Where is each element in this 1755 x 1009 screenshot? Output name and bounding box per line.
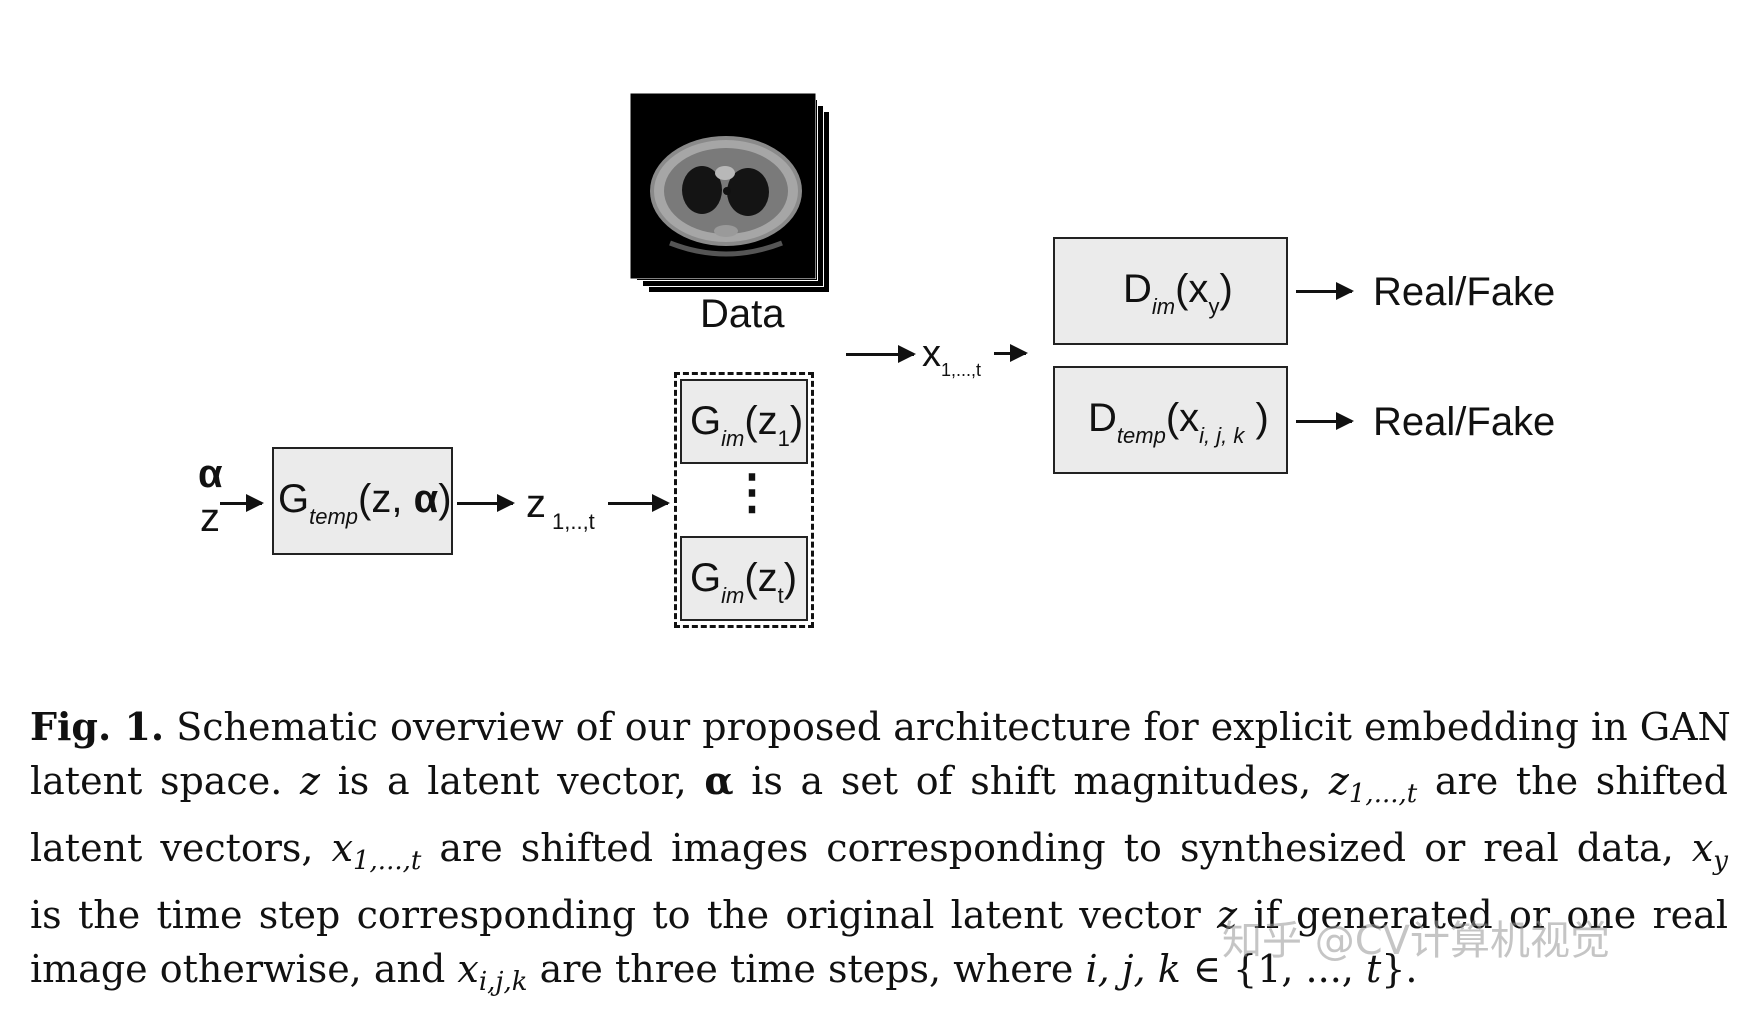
watermark: 知乎 @CV计算机视觉	[1222, 918, 1611, 964]
g-im-1-box: Gim(z1)	[680, 379, 808, 464]
g-temp-alpha: α	[413, 477, 439, 521]
arrow-input-to-gtemp	[220, 494, 264, 512]
caption-l3a: latent vectors,	[30, 826, 314, 870]
g-im-1-main: G	[690, 399, 722, 443]
d-im-idx: y	[1208, 294, 1220, 319]
caption-l4-z: z	[1217, 893, 1238, 937]
output-real-fake-2: Real/Fake	[1373, 400, 1556, 444]
x-seq-main: x	[922, 333, 941, 375]
g-temp-open: (z,	[358, 477, 414, 521]
g-temp-sub: temp	[309, 504, 359, 529]
input-alpha: α	[198, 452, 223, 496]
caption-line-5: image otherwise, and xi,j,k are three ti…	[30, 942, 1728, 1009]
caption-l3-xy-sub: y	[1713, 846, 1728, 876]
caption-l4b: if generated or one real	[1253, 893, 1728, 937]
caption-l3b: are shifted images corresponding to synt…	[439, 826, 1674, 870]
caption-l2-z2: z	[1328, 759, 1349, 803]
g-im-t-idx: t	[777, 583, 784, 608]
caption-l5b: are three time steps, where	[539, 947, 1074, 991]
d-temp-main: D	[1088, 396, 1117, 440]
g-im-t-box: Gim(zt)	[680, 536, 808, 621]
g-im-1-label: Gim(z1)	[690, 401, 803, 450]
g-im-t-sub: im	[721, 583, 745, 608]
caption-l5d: }.	[1381, 947, 1418, 991]
g-im-1-open: (z	[744, 399, 778, 443]
ct-scan-image	[630, 93, 816, 279]
x-seq-label: x1,...,t	[922, 333, 981, 381]
g-im-t-main: G	[690, 556, 722, 600]
caption-l2c: is a set of shift magnitudes,	[751, 759, 1312, 803]
d-temp-box: Dtemp(xi, j, k )	[1053, 366, 1288, 474]
arrow-dim-to-output	[1296, 282, 1354, 300]
arrow-dtemp-to-output	[1296, 412, 1354, 430]
caption-line-4: is the time step corresponding to the or…	[30, 888, 1728, 942]
d-im-sub: im	[1151, 294, 1176, 319]
caption-l3-x: x	[331, 826, 353, 870]
g-im-group	[674, 372, 814, 628]
g-im-1-sub: im	[721, 426, 745, 451]
d-im-box: Dim(xy)	[1053, 237, 1288, 345]
d-im-open: (x	[1175, 267, 1209, 311]
d-temp-sub: temp	[1116, 423, 1166, 448]
g-temp-close: )	[438, 477, 452, 521]
g-temp-main: G	[278, 477, 310, 521]
arrow-z-to-gim	[608, 494, 670, 512]
g-im-t-close: )	[783, 556, 798, 600]
caption-l2d: are the shifted	[1434, 759, 1728, 803]
z-seq-main: z	[526, 482, 546, 526]
d-im-label: Dim(xy)	[1123, 269, 1233, 318]
caption-l1-text: Schematic overview of our proposed archi…	[176, 705, 1731, 749]
g-im-dots: ⋮	[728, 466, 776, 519]
caption-l3-x-sub: 1,...,t	[353, 846, 422, 876]
caption-line-2: latent space. z is a latent vector, α is…	[30, 754, 1728, 821]
g-im-1-close: )	[789, 399, 804, 443]
arrow-x-to-discriminators	[994, 344, 1028, 362]
caption-line-1: Fig. 1. Schematic overview of our propos…	[30, 700, 1731, 754]
caption-l5-t: t	[1365, 947, 1382, 991]
g-im-1-idx: 1	[777, 426, 790, 451]
caption-l5-x: x	[457, 947, 479, 991]
d-temp-close: )	[1244, 396, 1269, 440]
data-image-stack	[630, 93, 840, 293]
input-z: z	[200, 496, 220, 540]
z-seq-sub: 1,..,t	[552, 509, 595, 534]
arrow-gtemp-to-z	[457, 494, 515, 512]
g-temp-box: Gtemp(z, α)	[272, 447, 453, 555]
arrow-to-x	[846, 345, 916, 363]
caption-l5-x-sub: i,j,k	[478, 967, 528, 997]
g-im-t-label: Gim(zt)	[690, 558, 797, 607]
figure-caption: Fig. 1. Schematic overview of our propos…	[30, 700, 1731, 1009]
caption-l5c: ∈ {1, ...,	[1192, 947, 1354, 991]
caption-l2-z2-sub: 1,...,t	[1348, 779, 1418, 809]
caption-fig-label: Fig. 1.	[30, 704, 165, 749]
caption-l2b: is a latent vector,	[337, 759, 687, 803]
g-temp-label: Gtemp(z, α)	[278, 479, 452, 528]
caption-line-3: latent vectors, x1,...,t are shifted ima…	[30, 821, 1728, 888]
x-seq-sub: 1,...,t	[941, 360, 982, 380]
d-im-main: D	[1123, 267, 1152, 311]
data-label: Data	[700, 292, 785, 336]
caption-l2-alpha: α	[704, 758, 734, 803]
output-real-fake-1: Real/Fake	[1373, 270, 1556, 314]
d-temp-open: (x	[1165, 396, 1200, 440]
g-im-t-open: (z	[744, 556, 778, 600]
caption-l5-ijk: i, j, k	[1085, 947, 1181, 991]
d-temp-idx: i, j, k	[1199, 423, 1245, 448]
caption-l2-z: z	[299, 759, 320, 803]
caption-l3-xy: x	[1691, 826, 1714, 870]
d-im-close: )	[1219, 267, 1233, 311]
caption-l2a: latent space.	[30, 759, 283, 803]
caption-l5a: image otherwise, and	[30, 947, 446, 991]
d-temp-label: Dtemp(xi, j, k )	[1088, 398, 1269, 447]
caption-l4a: is the time step corresponding to the or…	[30, 893, 1201, 937]
